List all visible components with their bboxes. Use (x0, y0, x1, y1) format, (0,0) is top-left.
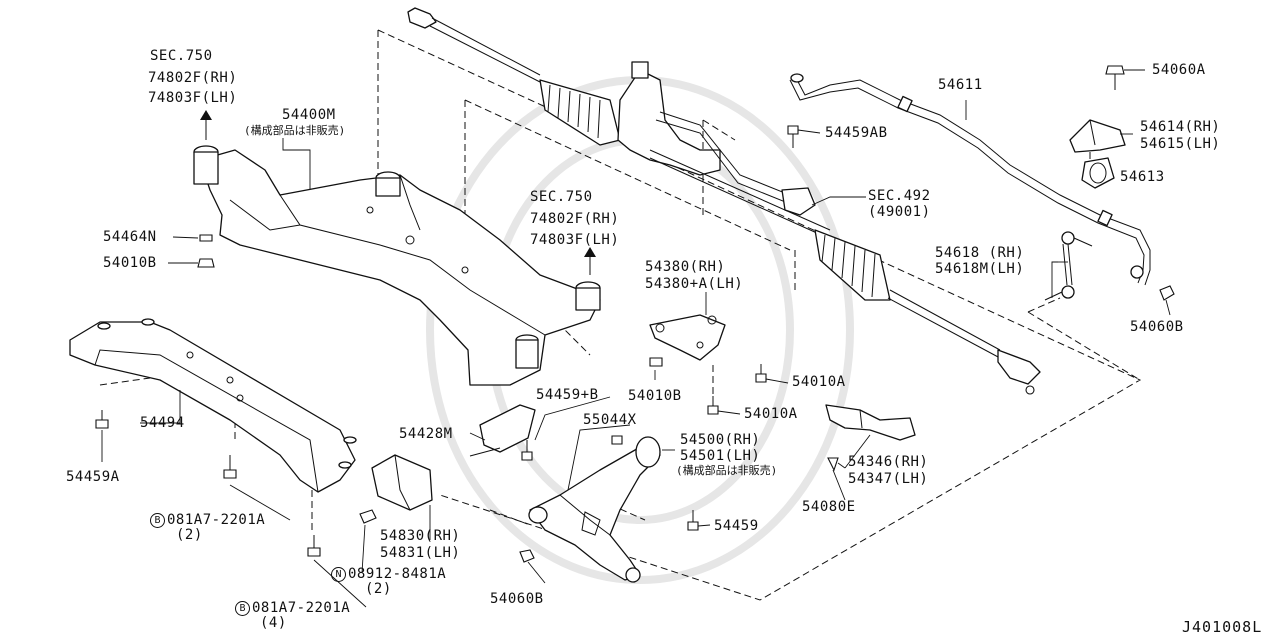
label-54618: 54618 (RH) (935, 245, 1025, 261)
stabilizer-link (1044, 231, 1093, 301)
label-54459a: 54459A (66, 469, 120, 485)
transverse-link (528, 436, 661, 583)
label-54501: 54501(LH) (680, 448, 761, 464)
label-54060a: 54060A (1152, 62, 1206, 78)
label-54060b-a: 54060B (490, 591, 544, 607)
mount-brackets (371, 404, 536, 511)
label-55044x: 55044X (583, 412, 637, 428)
label-54010b-b: 54010B (628, 388, 682, 404)
fasteners (95, 125, 839, 563)
label-54080e: 54080E (802, 499, 856, 515)
stabilizer-bar (789, 73, 1151, 286)
label-54615: 54615(LH) (1140, 136, 1221, 152)
label-54494: 54494 (140, 415, 185, 431)
label-54618m: 54618M(LH) (935, 261, 1025, 277)
label-54010b-a: 54010B (103, 255, 157, 271)
label-qty-2-a: (2) (176, 527, 203, 543)
label-54459b: 54459+B (536, 387, 599, 403)
label-74802f-a: 74802F(RH) (148, 70, 238, 86)
label-sec750-b: SEC.750 (530, 189, 593, 205)
label-74802f-b: 74802F(RH) (530, 211, 620, 227)
nut-prefix-n: N (331, 567, 346, 582)
label-54464n: 54464N (103, 229, 157, 245)
label-54830: 54830(RH) (380, 528, 461, 544)
label-54010a-b: 54010A (744, 406, 798, 422)
label-54010a-a: 54010A (792, 374, 846, 390)
diagram-code: J401008L (1182, 618, 1263, 636)
label-54459: 54459 (714, 518, 759, 534)
section-arrows (200, 110, 596, 275)
label-54380: 54380(RH) (645, 259, 726, 275)
label-081a7-b-text: 081A7-2201A (252, 600, 351, 616)
label-54060b-b: 54060B (1130, 319, 1184, 335)
label-54611: 54611 (938, 77, 983, 93)
label-not-sold-b: (構成部品は非販売) (676, 464, 778, 477)
label-081a7-a-text: 081A7-2201A (167, 512, 266, 528)
bolt-prefix-b: B (235, 601, 250, 616)
link-bracket (649, 314, 726, 361)
label-54380a: 54380+A(LH) (645, 276, 744, 292)
label-54614: 54614(RH) (1140, 119, 1221, 135)
label-sec750-a: SEC.750 (150, 48, 213, 64)
dust-cover (825, 404, 916, 441)
label-54831: 54831(LH) (380, 545, 461, 561)
steering-rack (407, 7, 1041, 395)
label-not-sold-a: (構成部品は非販売) (244, 124, 346, 137)
leader-lines (101, 69, 1171, 608)
label-54428m: 54428M (399, 426, 453, 442)
label-74803f-a: 74803F(LH) (148, 90, 238, 106)
label-54346: 54346(RH) (848, 454, 929, 470)
front-subframe (193, 145, 601, 386)
bolt-prefix-b: B (150, 513, 165, 528)
label-54400m: 54400M (282, 107, 336, 123)
label-54347: 54347(LH) (848, 471, 929, 487)
label-qty-4: (4) (260, 615, 287, 631)
label-sec492: SEC.492 (868, 188, 931, 204)
label-49001: (49001) (868, 204, 931, 220)
label-54613: 54613 (1120, 169, 1165, 185)
label-74803f-b: 74803F(LH) (530, 232, 620, 248)
label-54459ab: 54459AB (825, 125, 888, 141)
label-qty-2-b: (2) (365, 581, 392, 597)
cross-member (69, 318, 357, 493)
stabilizer-clamp (1069, 65, 1175, 301)
label-08912-text: 08912-8481A (348, 566, 447, 582)
label-54500: 54500(RH) (680, 432, 761, 448)
